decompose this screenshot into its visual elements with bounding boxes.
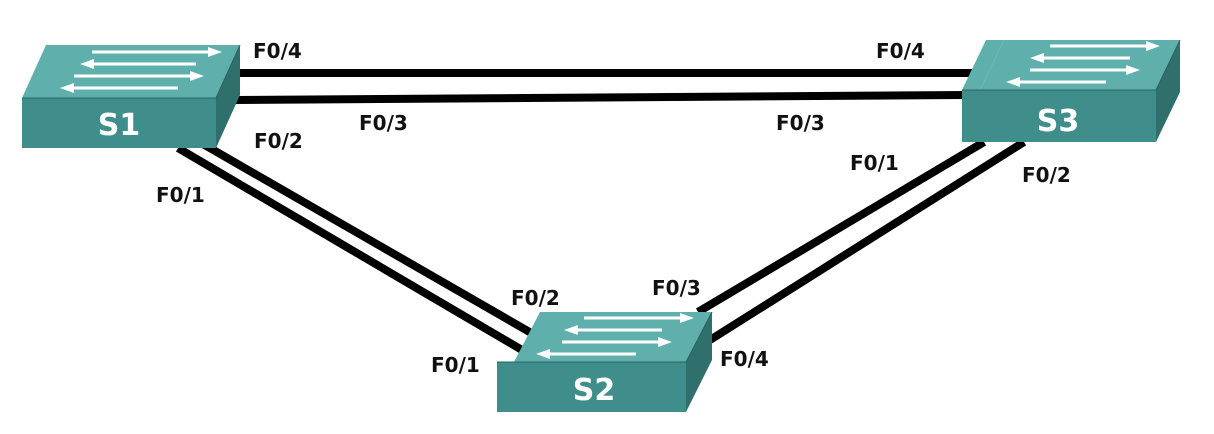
port-label-s1-f02: F0/2 (254, 129, 303, 153)
links (175, 69, 1027, 354)
port-label-s1-f01: F0/1 (156, 183, 205, 207)
port-label-s3-f01: F0/1 (850, 151, 899, 175)
link-s1-f01-s2-f01 (175, 144, 525, 354)
port-label-s2-f01: F0/1 (431, 353, 480, 377)
port-label-s2-f03: F0/3 (652, 276, 701, 300)
port-label-s1-f04: F0/4 (253, 39, 302, 63)
port-label-s3-f02: F0/2 (1022, 163, 1071, 187)
switch-name-s1: S1 (98, 108, 140, 143)
link-s3-f02-s2-f04 (707, 138, 1027, 344)
switch-s1[interactable]: S1 (22, 44, 241, 148)
port-label-s2-f04: F0/4 (720, 347, 769, 371)
switch-s2[interactable]: S2 (497, 311, 713, 412)
link-s3-f01-s2-f03 (695, 138, 987, 316)
port-label-s3-f03: F0/3 (776, 111, 825, 135)
port-labels: F0/4 F0/4 F0/3 F0/3 F0/2 F0/2 F0/1 F0/1 … (156, 39, 1071, 377)
network-switch-icon (497, 311, 713, 412)
link-s1-f02-s2-f02 (194, 136, 542, 342)
port-label-s1-f03: F0/3 (359, 111, 408, 135)
network-switch-icon (22, 44, 241, 148)
switch-name-s2: S2 (573, 373, 615, 408)
port-label-s2-f02: F0/2 (511, 286, 560, 310)
switch-name-s3: S3 (1037, 104, 1079, 139)
network-switch-icon (962, 39, 1181, 142)
switch-s3[interactable]: S3 (962, 39, 1181, 142)
link-s1-f03-s3-f03 (235, 91, 967, 104)
port-label-s3-f04: F0/4 (876, 39, 925, 63)
